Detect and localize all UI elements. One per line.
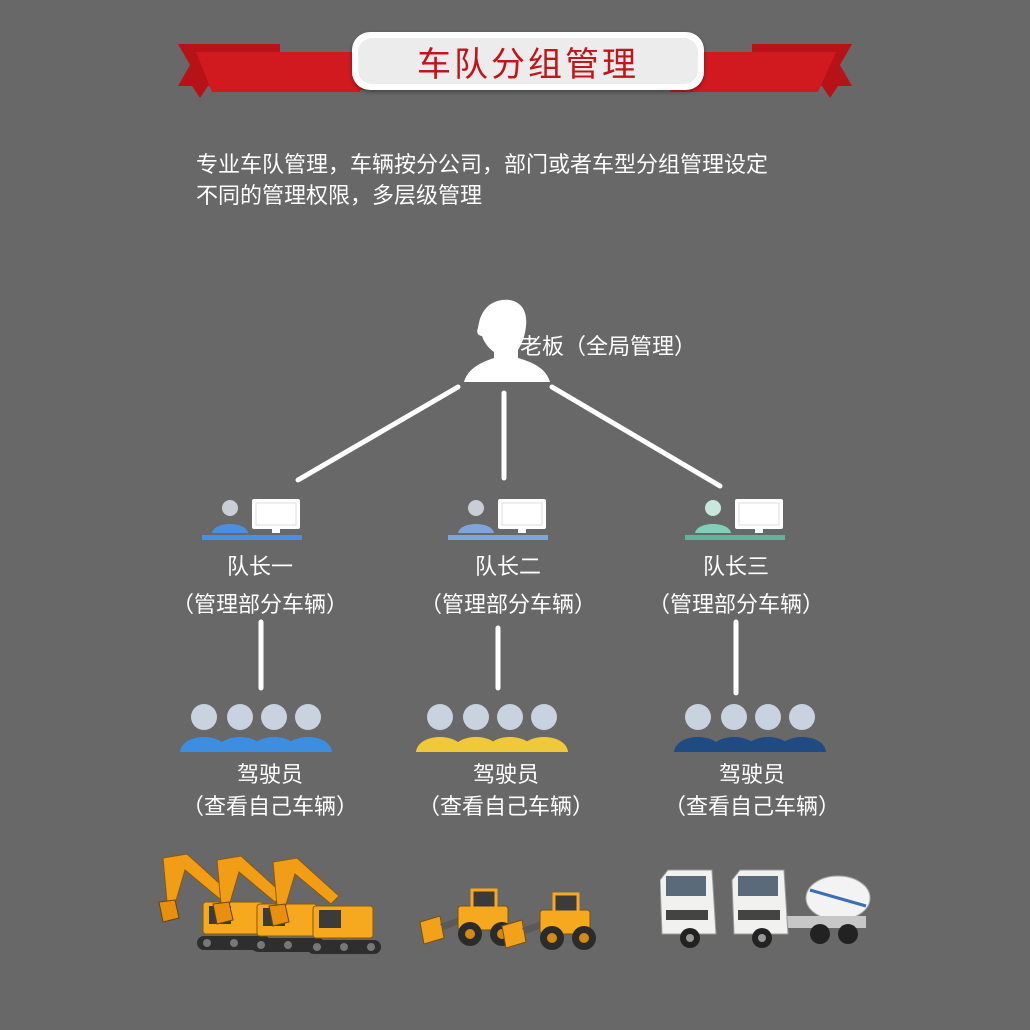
leader3-computer-icon xyxy=(685,499,785,540)
driver-group1-icon xyxy=(180,704,332,752)
leader1-role: （管理部分车辆） xyxy=(171,593,348,618)
boss-label: 老板（全局管理） xyxy=(520,335,697,360)
leader2-computer-icon xyxy=(448,499,548,540)
driver1: 驾驶员 （查看自己车辆） xyxy=(170,760,370,824)
driver-group3-icon xyxy=(674,704,826,752)
excavator-icon xyxy=(158,853,382,955)
driver2: 驾驶员 （查看自己车辆） xyxy=(406,760,606,824)
leader1-computer-icon xyxy=(202,499,302,540)
driver3: 驾驶员 （查看自己车辆） xyxy=(652,760,852,824)
cement-mixer-truck-icon xyxy=(660,869,871,949)
driver2-name: 驾驶员 xyxy=(472,763,539,788)
description: 专业车队管理，车辆按分公司，部门或者车型分组管理设定 不同的管理权限，多层级管理 xyxy=(196,150,856,212)
leader2-name: 队长二 xyxy=(474,555,541,580)
leader3-role: （管理部分车辆） xyxy=(647,593,824,618)
line-boss-leader1 xyxy=(295,384,461,483)
leader3-name: 队长三 xyxy=(702,555,769,580)
driver1-role: （查看自己车辆） xyxy=(181,795,358,820)
person-silhouette-icon xyxy=(464,299,550,382)
line-boss-leader3 xyxy=(549,384,723,489)
title-box: 车队分组管理 xyxy=(352,32,704,90)
leader1: 队长一 （管理部分车辆） xyxy=(160,552,360,622)
driver3-role: （查看自己车辆） xyxy=(663,795,840,820)
page-title: 车队分组管理 xyxy=(417,44,639,85)
leader2-role: （管理部分车辆） xyxy=(419,593,596,618)
driver3-name: 驾驶员 xyxy=(718,763,785,788)
description-line-1: 专业车队管理，车辆按分公司，部门或者车型分组管理设定 xyxy=(196,153,769,178)
wheel-loader-icon xyxy=(418,888,598,952)
leader3: 队长三 （管理部分车辆） xyxy=(636,552,836,622)
leader2: 队长二 （管理部分车辆） xyxy=(408,552,608,622)
driver-group2-icon xyxy=(416,704,568,752)
leader1-name: 队长一 xyxy=(226,555,293,580)
driver1-name: 驾驶员 xyxy=(236,763,303,788)
description-line-2: 不同的管理权限，多层级管理 xyxy=(196,184,483,209)
driver2-role: （查看自己车辆） xyxy=(417,795,594,820)
